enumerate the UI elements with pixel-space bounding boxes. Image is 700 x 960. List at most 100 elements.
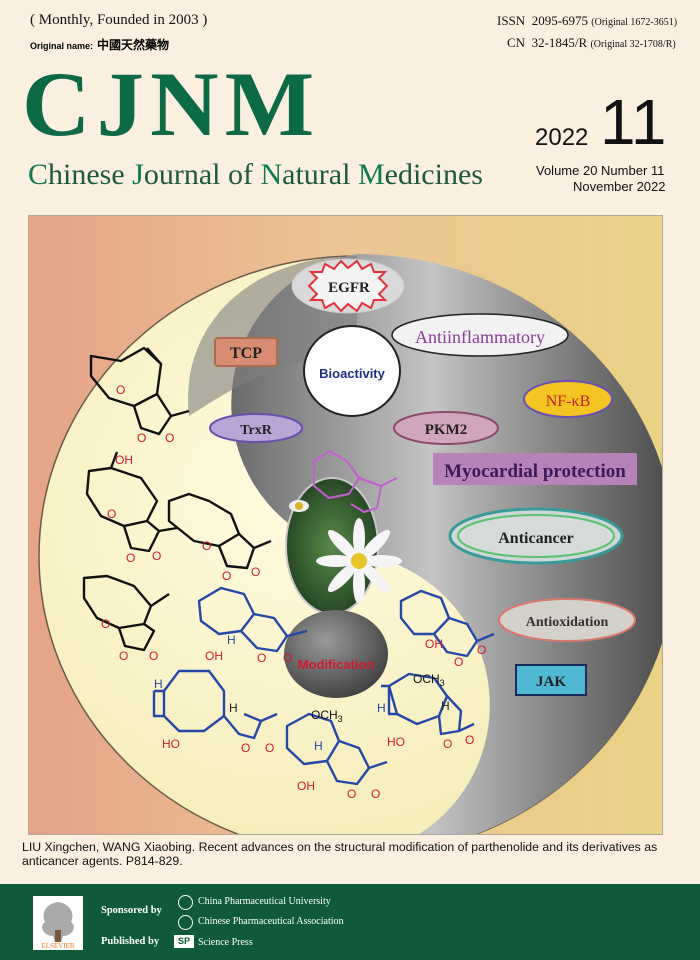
atom-o: O bbox=[265, 741, 274, 755]
anticancer-badge: Anticancer bbox=[448, 507, 624, 565]
bioactivity-label: Bioactivity bbox=[319, 366, 386, 381]
atom-o: O bbox=[347, 787, 356, 801]
issn-line: ISSN 2095-6975 (Original 1672-3651) bbox=[497, 13, 677, 29]
antiinflammatory-badge: Antiinflammatory bbox=[391, 313, 569, 357]
egfr-badge: EGFR bbox=[291, 258, 405, 314]
journal-name-initial: M bbox=[357, 158, 385, 191]
journal-logo: CJNM bbox=[22, 53, 321, 155]
atom-h: H bbox=[314, 739, 323, 753]
cn-value: 32-1845/R bbox=[531, 35, 588, 50]
nfkb-label: NF-κB bbox=[546, 393, 591, 410]
atom-h: H bbox=[441, 699, 450, 713]
atom-o: O bbox=[149, 649, 158, 663]
antioxidation-label: Antioxidation bbox=[526, 615, 609, 630]
cover-header bbox=[0, 0, 700, 215]
atom-ho: HO bbox=[162, 737, 180, 751]
methoxy-label: OCH3 bbox=[311, 708, 343, 724]
atom-o: O bbox=[443, 737, 452, 751]
methoxy-subscript: 3 bbox=[338, 714, 343, 724]
antiinflammatory-label: Antiinflammatory bbox=[415, 327, 545, 347]
journal-name-part: edicines bbox=[384, 158, 483, 191]
atom-h: H bbox=[229, 701, 238, 715]
atom-o: O bbox=[101, 617, 110, 631]
cn-original: (Original 32-1708/R) bbox=[590, 39, 676, 50]
egfr-label: EGFR bbox=[328, 280, 370, 296]
blue-molecule-atoms: OH O O OH O O HO O O OH O O HO O O bbox=[162, 637, 486, 801]
atom-o: O bbox=[116, 383, 125, 397]
published-by-label: Published by bbox=[101, 936, 160, 947]
cover-illustration: Bioactivity Modification EGFR Antiinflam… bbox=[28, 215, 663, 835]
issue-year: 2022 bbox=[535, 124, 589, 151]
cpu-seal-icon bbox=[178, 895, 193, 910]
jak-badge: JAK bbox=[515, 664, 587, 696]
elsevier-tree-icon: ELSEVIER bbox=[33, 896, 83, 950]
atom-o: O bbox=[119, 649, 128, 663]
publisher-name: Science Press bbox=[198, 937, 253, 948]
nfkb-badge: NF-κB bbox=[523, 380, 613, 418]
journal-name-part: hinese bbox=[48, 158, 133, 191]
atom-o: O bbox=[251, 565, 260, 579]
atom-o: O bbox=[152, 549, 161, 563]
pkm2-badge: PKM2 bbox=[393, 411, 499, 445]
jak-label: JAK bbox=[536, 674, 566, 690]
tcp-label: TCP bbox=[230, 345, 262, 362]
cn-label: CN bbox=[507, 35, 526, 50]
atom-o: O bbox=[454, 655, 463, 669]
modification-sphere bbox=[284, 610, 388, 698]
atom-o: O bbox=[465, 733, 474, 747]
journal-name-part: ournal of bbox=[143, 158, 261, 191]
atom-o: O bbox=[477, 643, 486, 657]
sponsor-footer bbox=[0, 884, 700, 960]
issn-label: ISSN bbox=[497, 13, 526, 28]
atom-oh: OH bbox=[425, 637, 443, 651]
flower-structure bbox=[313, 449, 398, 514]
atom-o: O bbox=[202, 539, 211, 553]
cpa-seal-icon bbox=[178, 915, 193, 930]
original-name-label: Original name: bbox=[30, 41, 94, 51]
issue-number: 11 bbox=[600, 86, 667, 158]
sponsor-cpu: China Pharmaceutical University bbox=[198, 896, 331, 907]
pkm2-label: PKM2 bbox=[425, 422, 468, 438]
original-name: Original name:中國天然藥物 bbox=[30, 36, 169, 53]
elsevier-text: ELSEVIER bbox=[41, 942, 74, 950]
methoxy-subscript: 3 bbox=[440, 678, 445, 688]
daisy-flower bbox=[289, 500, 402, 604]
modification-label: Modification bbox=[298, 657, 375, 672]
issn-original: (Original 1672-3651) bbox=[591, 17, 678, 28]
antioxidation-badge: Antioxidation bbox=[498, 598, 636, 642]
original-name-chinese: 中國天然藥物 bbox=[97, 38, 170, 52]
journal-name-initial: N bbox=[260, 158, 283, 191]
atom-ho: HO bbox=[387, 735, 405, 749]
atom-oh: OH bbox=[115, 453, 133, 467]
atom-o: O bbox=[165, 431, 174, 445]
atom-o: O bbox=[222, 569, 231, 583]
atom-o: O bbox=[257, 651, 266, 665]
atom-o: O bbox=[126, 551, 135, 565]
methoxy-label: OCH3 bbox=[413, 672, 445, 688]
black-molecules bbox=[82, 346, 272, 652]
sponsor-cpa: Chinese Pharmaceutical Association bbox=[198, 916, 344, 927]
journal-name: Chinese Journal of Natural Medicines bbox=[28, 158, 483, 192]
atom-oh: OH bbox=[297, 779, 315, 793]
journal-name-initial: C bbox=[28, 158, 49, 191]
cn-line: CN 32-1845/R (Original 32-1708/R) bbox=[507, 35, 676, 51]
myocardial-badge: Myocardial protection bbox=[433, 453, 637, 485]
h-labels: H H H H H H bbox=[154, 633, 450, 753]
journal-name-part: atural bbox=[282, 158, 358, 191]
atom-h: H bbox=[227, 633, 236, 647]
atom-o: O bbox=[371, 787, 380, 801]
atom-h: H bbox=[377, 701, 386, 715]
featured-article-citation: LIU Xingchen, WANG Xiaobing. Recent adva… bbox=[22, 840, 658, 868]
atom-h: H bbox=[154, 677, 163, 691]
myocardial-label: Myocardial protection bbox=[444, 461, 626, 482]
anticancer-label: Anticancer bbox=[498, 530, 574, 547]
issue-month: November 2022 bbox=[573, 179, 666, 194]
atom-o: O bbox=[137, 431, 146, 445]
atom-o: O bbox=[107, 507, 116, 521]
issn-value: 2095-6975 bbox=[531, 13, 589, 28]
atom-oh: OH bbox=[205, 649, 223, 663]
cover-artwork: Bioactivity Modification EGFR Antiinflam… bbox=[29, 216, 662, 834]
atom-o: O bbox=[283, 651, 292, 665]
volume-number: Volume 20 Number 11 bbox=[536, 163, 665, 178]
black-molecule-atoms: O O O OH O O O O O O O O O bbox=[101, 383, 260, 663]
